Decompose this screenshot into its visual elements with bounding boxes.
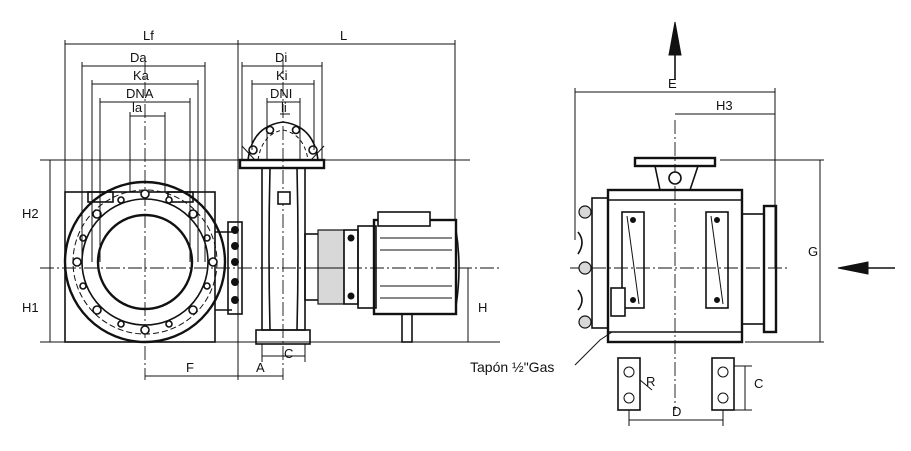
label-G: G xyxy=(808,244,818,259)
label-H: H xyxy=(478,300,487,315)
label-F: F xyxy=(186,360,194,375)
label-Ki: Ki xyxy=(276,68,288,83)
label-DNA: DNA xyxy=(126,86,154,101)
label-H1: H1 xyxy=(22,300,39,315)
label-Lf: Lf xyxy=(143,28,154,43)
side-view: E H3 G C D R Tapón ½"Gas xyxy=(470,21,895,426)
label-H3: H3 xyxy=(716,98,733,113)
label-li: li xyxy=(281,100,287,115)
label-Da: Da xyxy=(130,50,147,65)
label-Di: Di xyxy=(275,50,287,65)
side-bolts xyxy=(577,205,592,329)
front-dimensions xyxy=(49,40,469,380)
label-DNI: DNI xyxy=(270,86,292,101)
motor-fins xyxy=(380,237,452,299)
label-R: R xyxy=(646,374,655,389)
flange-bolts xyxy=(72,189,218,335)
bracket-bolts xyxy=(231,226,239,304)
label-E: E xyxy=(668,76,677,91)
label-C-side: C xyxy=(754,376,763,391)
label-la: la xyxy=(132,100,143,115)
plug-note: Tapón ½"Gas xyxy=(470,359,554,375)
label-D: D xyxy=(672,404,681,419)
label-H2: H2 xyxy=(22,206,39,221)
label-C-front: C xyxy=(284,346,293,361)
label-A: A xyxy=(256,360,265,375)
label-L: L xyxy=(340,28,347,43)
label-Ka: Ka xyxy=(133,68,150,83)
front-view: Lf L Da Ka DNA la Di Ki DNI li H2 H1 H F… xyxy=(22,28,500,380)
